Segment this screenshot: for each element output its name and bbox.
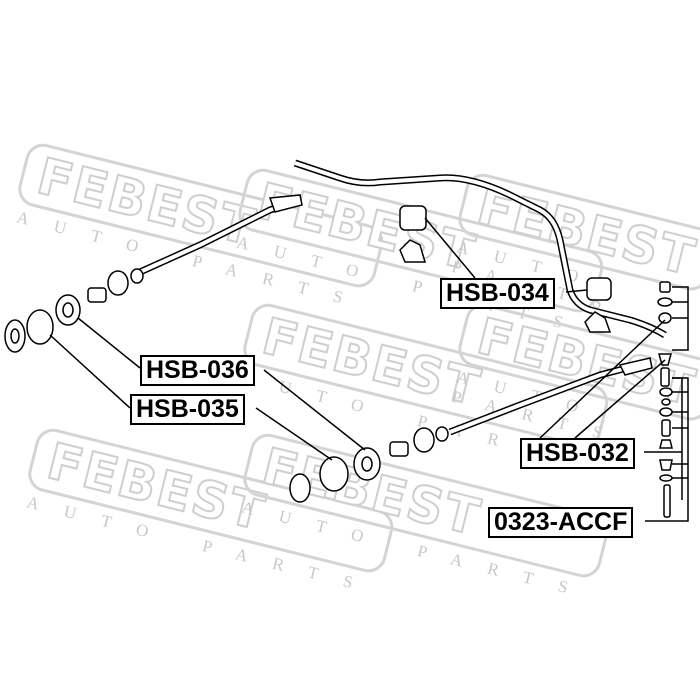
part-label-hsb-032[interactable]: HSB-032	[520, 438, 635, 469]
sway-bar	[293, 159, 667, 339]
clamp	[584, 311, 612, 333]
bushing-hsb-034	[586, 277, 612, 301]
clamp	[399, 239, 427, 263]
bushing-hsb-035	[319, 456, 349, 492]
bushing-hsb-035	[26, 309, 54, 345]
bushing-hsb-034	[399, 205, 427, 231]
part-label-hsb-034[interactable]: HSB-034	[440, 278, 555, 309]
part-label-hsb-035[interactable]: HSB-035	[130, 394, 245, 425]
bushing-hsb-036	[55, 294, 81, 326]
bushing	[87, 287, 107, 303]
bushing-hsb-036	[353, 447, 381, 481]
part-label-hsb-036[interactable]: HSB-036	[140, 355, 255, 386]
washer	[4, 319, 26, 353]
leader-lines	[49, 217, 689, 522]
washer	[289, 473, 311, 503]
part-label-0323-accf[interactable]: 0323-ACCF	[488, 507, 634, 538]
washer	[107, 270, 129, 296]
bolt-stack	[657, 281, 673, 518]
